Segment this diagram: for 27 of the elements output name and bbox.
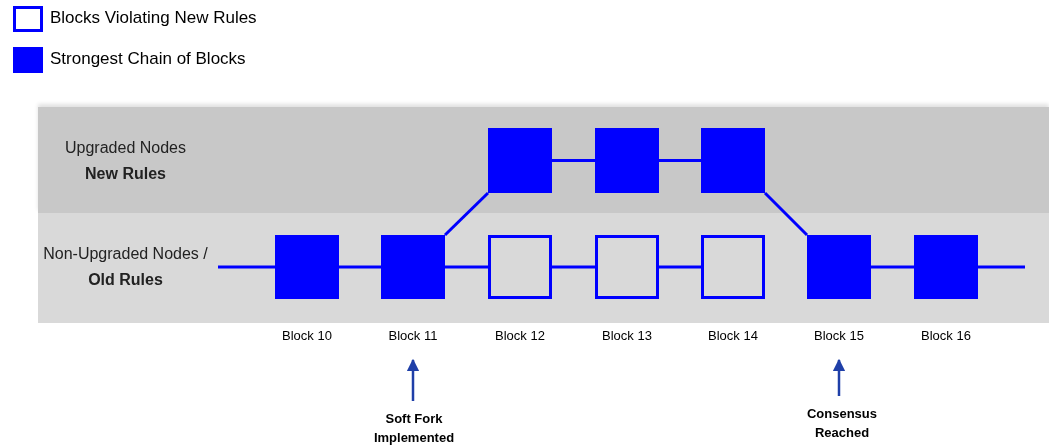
chain-link-line [552, 159, 595, 162]
block-label: Block 15 [813, 328, 865, 343]
chain-link-line [978, 265, 1025, 269]
arrow [832, 358, 846, 396]
row-band [38, 107, 1049, 213]
block-label: Block 14 [707, 328, 759, 343]
legend-label: Blocks Violating New Rules [50, 8, 257, 28]
row-label: Non-Upgraded Nodes / Old Rules [42, 244, 209, 290]
block-label: Block 11 [387, 328, 439, 343]
block-label: Block 13 [601, 328, 653, 343]
annotation-text: Soft Fork Implemented [372, 410, 456, 447]
block-label: Block 12 [494, 328, 546, 343]
chain-link-line [218, 265, 275, 269]
chain-link-line [659, 265, 701, 269]
chain-link-line [659, 159, 701, 162]
block-label: Block 16 [920, 328, 972, 343]
legend-label: Strongest Chain of Blocks [50, 49, 246, 69]
annotation-text: Consensus Reached [805, 405, 879, 442]
chain-link-line [445, 265, 488, 269]
arrow [406, 358, 420, 401]
chain-link-line [552, 265, 595, 269]
chain-link-line [871, 265, 914, 269]
chain-link-line [443, 191, 490, 237]
chain-link-line [339, 265, 381, 269]
row-label: Upgraded Nodes New Rules [64, 138, 187, 184]
chain-link-line [763, 191, 809, 237]
block-label: Block 10 [281, 328, 333, 343]
